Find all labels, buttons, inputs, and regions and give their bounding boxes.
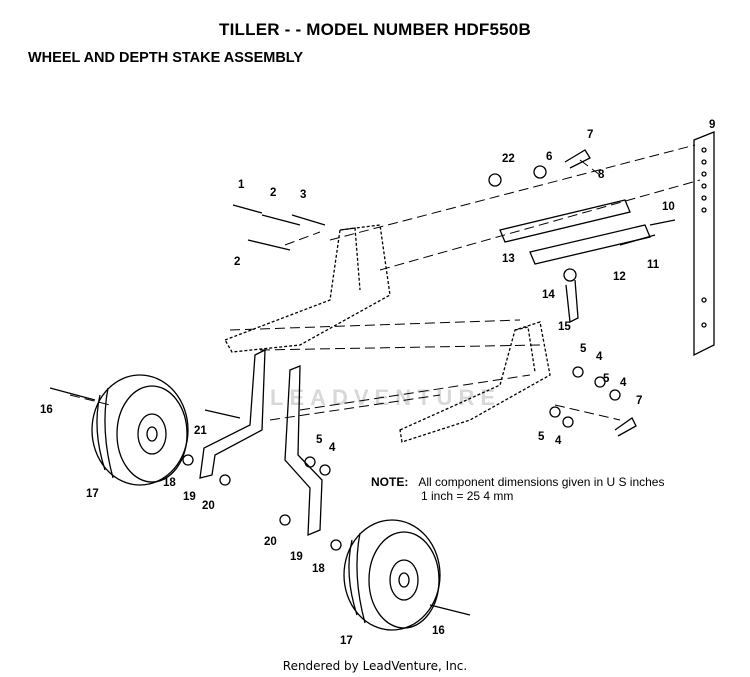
callout-labels: 1 2 3 2 22 6 7 8 9 10 11 12 13 14 15 5 4… <box>40 119 715 647</box>
callout-label: 18 <box>312 563 325 575</box>
wheel-bracket-right <box>284 365 323 536</box>
callout-label: 14 <box>542 289 555 301</box>
stake-bracket-upper <box>499 199 631 243</box>
callout-label: 19 <box>183 491 196 503</box>
callout-label: 5 <box>316 434 323 446</box>
callout-label: 4 <box>329 442 336 454</box>
callout-label: 9 <box>709 119 715 131</box>
nuts-and-washers <box>182 165 621 551</box>
page-title: TILLER - - MODEL NUMBER HDF550B <box>219 20 531 39</box>
callout-label: 17 <box>340 635 353 647</box>
callout-label: 2 <box>270 187 276 199</box>
dimension-note: NOTE: All component dimensions given in U… <box>371 475 664 503</box>
callout-label: 7 <box>636 395 642 407</box>
callout-label: 22 <box>502 153 515 165</box>
callout-label: 1 <box>238 179 245 191</box>
wheel-bracket-left <box>199 348 266 479</box>
callout-label: 11 <box>647 259 660 271</box>
callout-label: 16 <box>40 404 53 416</box>
callout-label: 10 <box>662 201 675 213</box>
stake-bracket-lower <box>529 224 651 265</box>
note-label: NOTE: <box>371 475 409 489</box>
callout-label: 3 <box>300 189 306 201</box>
footer-credit: Rendered by LeadVenture, Inc. <box>282 659 468 673</box>
callout-label: 12 <box>613 271 626 283</box>
callout-label: 5 <box>603 373 610 385</box>
callout-label: 20 <box>202 500 215 512</box>
callout-label: 8 <box>598 169 605 181</box>
bolts <box>49 204 676 616</box>
callout-label: 4 <box>555 435 562 447</box>
callout-label: 4 <box>620 377 627 389</box>
callout-label: 13 <box>502 253 515 265</box>
wheel-right <box>343 519 441 631</box>
callout-label: 21 <box>194 425 207 437</box>
depth-stake <box>693 131 715 357</box>
callout-label: 5 <box>580 343 587 355</box>
callout-label: 7 <box>587 129 593 141</box>
callout-label: 19 <box>290 551 303 563</box>
callout-label: 20 <box>264 536 277 548</box>
callout-label: 18 <box>163 477 176 489</box>
callout-label: 15 <box>558 321 571 333</box>
callout-label: 2 <box>234 256 240 268</box>
right-side-bracket <box>399 321 551 443</box>
callout-label: 17 <box>86 488 99 500</box>
callout-label: 6 <box>546 151 552 163</box>
assembly-guide-lines <box>69 144 701 421</box>
wheel-left <box>91 374 189 486</box>
hairpin-clips <box>564 149 637 437</box>
assembly-subtitle: WHEEL AND DEPTH STAKE ASSEMBLY <box>28 50 303 66</box>
note-line-1: All component dimensions given in U S in… <box>418 475 665 489</box>
note-line-2: 1 inch = 25 4 mm <box>421 489 514 503</box>
callout-label: 5 <box>538 431 545 443</box>
left-side-bracket <box>224 224 391 353</box>
callout-label: 16 <box>432 625 445 637</box>
hitch-pin <box>563 268 579 323</box>
callout-label: 4 <box>596 351 603 363</box>
